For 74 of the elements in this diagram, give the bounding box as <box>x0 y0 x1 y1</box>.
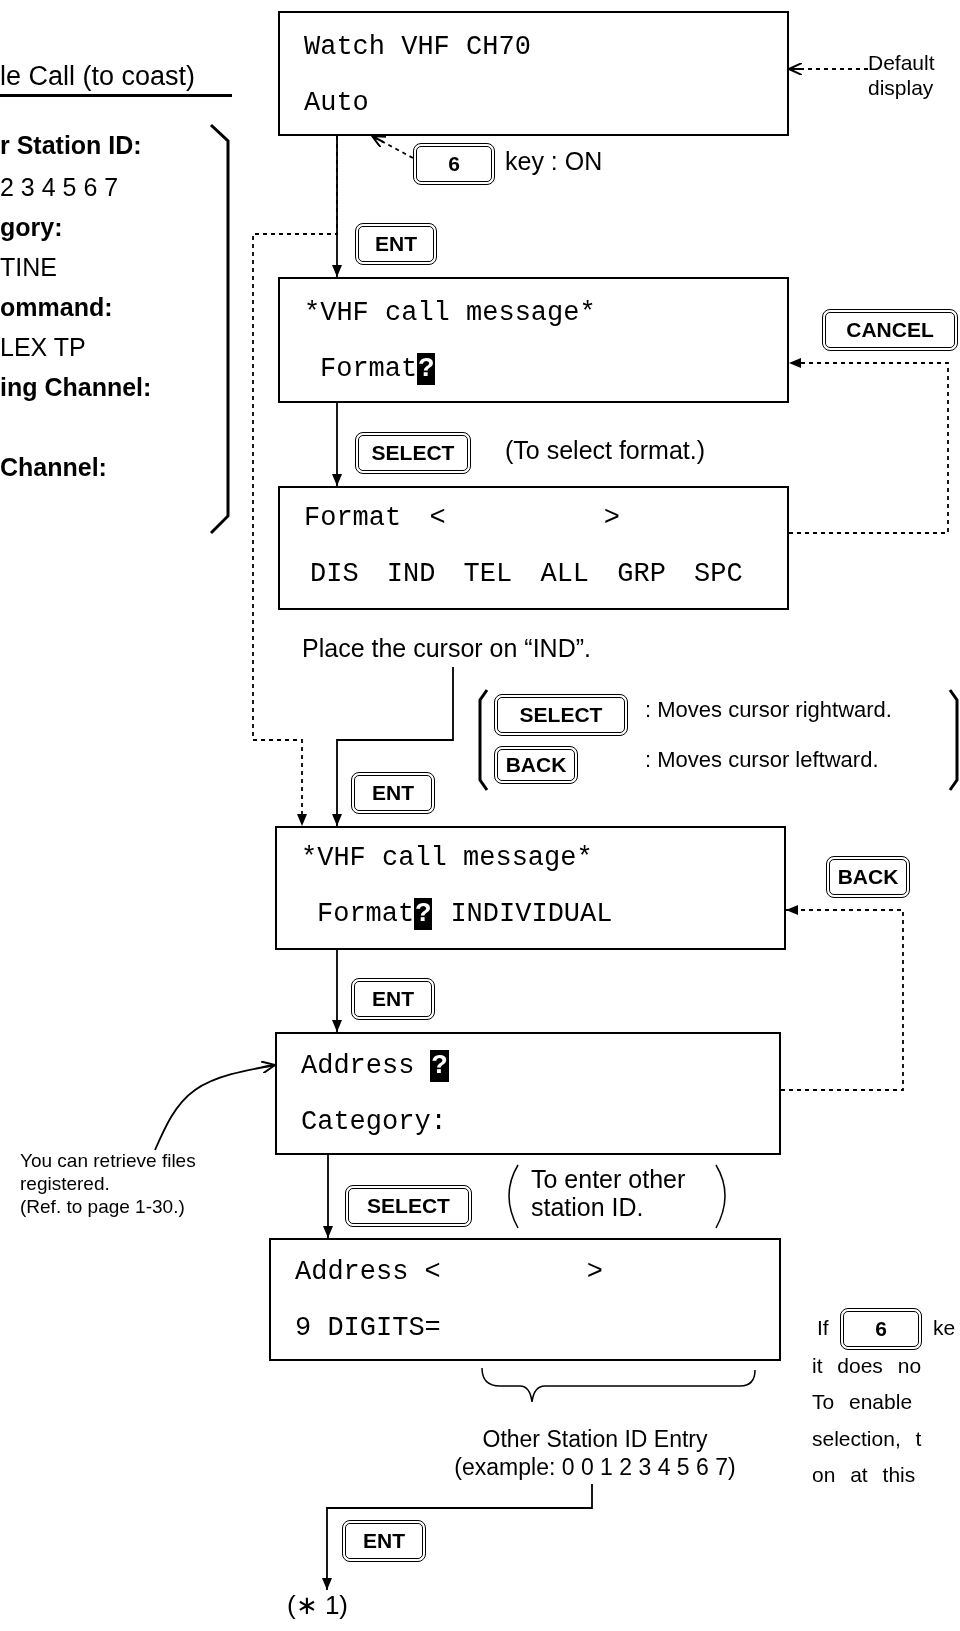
lcd-screen <box>278 11 789 136</box>
screen-text: Format <box>317 898 415 930</box>
note-text: You can retrieve files registered. <box>20 1150 197 1196</box>
cursor-character: ? <box>414 898 433 930</box>
field-value: TINE <box>0 254 57 282</box>
screen-text: Address < <box>295 1256 441 1288</box>
dotted-arrow <box>780 905 904 1091</box>
key-cap: SELECT <box>355 432 471 474</box>
field-label: ing Channel: <box>0 374 152 402</box>
key-description: : Moves cursor leftward. <box>645 748 879 773</box>
arrow <box>332 666 454 827</box>
key-cap: ENT <box>351 978 435 1020</box>
key-cap: 6 <box>413 143 495 185</box>
arrow <box>322 1483 593 1591</box>
note-text: (Ref. to page 1-30.) <box>20 1195 186 1219</box>
key-cap: SELECT <box>494 694 628 736</box>
dotted-arrow <box>371 135 414 159</box>
field-label: Channel: <box>0 454 107 482</box>
caption-text: Other Station ID Entry <box>481 1426 709 1454</box>
screen-text: Format < <box>304 502 446 534</box>
note-text: selection, t <box>812 1427 922 1451</box>
lcd-screen <box>275 1032 781 1155</box>
screen-text: Watch VHF CH70 <box>304 31 531 63</box>
cursor-character: ? <box>417 353 436 385</box>
key-cap: ENT <box>351 772 435 814</box>
arrow <box>332 402 342 487</box>
cursor-character: ? <box>430 1050 449 1082</box>
screen-text: > <box>586 1256 604 1288</box>
footnote-mark: (∗ 1) <box>287 1590 349 1622</box>
screen-text: Category: <box>301 1106 447 1138</box>
leader-line <box>154 1060 276 1151</box>
dotted-arrow <box>788 62 869 76</box>
field-label: ommand: <box>0 294 113 322</box>
arrow <box>323 1154 333 1239</box>
field-label: gory: <box>0 214 63 242</box>
instruction-text: Place the cursor on “IND”. <box>302 633 592 663</box>
key-cap: BACK <box>494 746 578 784</box>
note-text: If <box>817 1316 829 1340</box>
key-cap: ENT <box>342 1520 426 1562</box>
dotted-arrow <box>252 135 338 827</box>
screen-text: Address <box>301 1050 415 1082</box>
lcd-screen <box>275 826 786 950</box>
key-description: (To select format.) <box>505 437 706 465</box>
field-value: 2 3 4 5 6 7 <box>0 174 119 202</box>
key-cap: SELECT <box>345 1185 472 1227</box>
key-cap: ENT <box>355 223 437 265</box>
field-label: r Station ID: <box>0 132 142 160</box>
field-value: LEX TP <box>0 334 86 362</box>
screen-text: DIS IND TEL ALL GRP SPC <box>310 558 743 590</box>
screen-text: *VHF call message* <box>301 842 593 874</box>
note-text: it does no <box>812 1354 922 1378</box>
note-text: on at this <box>812 1463 916 1487</box>
key-cap: CANCEL <box>822 309 958 351</box>
screen-text: Auto <box>304 87 369 119</box>
note-text: To enter other station ID. <box>531 1166 687 1221</box>
lcd-screen <box>278 277 789 403</box>
arrow <box>332 949 342 1033</box>
key-description: ke <box>933 1316 956 1340</box>
screen-text: 9 DIGITS= <box>295 1312 441 1344</box>
screen-text: *VHF call message* <box>304 297 596 329</box>
lcd-screen <box>269 1238 781 1361</box>
key-cap: 6 <box>840 1308 922 1350</box>
screen-text: > <box>603 502 620 534</box>
callout-text: Default display <box>868 50 936 101</box>
screen-text: INDIVIDUAL <box>450 898 613 930</box>
section-heading: le Call (to coast) <box>0 62 232 97</box>
screen-text: Format <box>320 353 418 385</box>
caption-text: (example: 0 0 1 2 3 4 5 6 7) <box>453 1453 737 1482</box>
key-description: key : ON <box>505 148 603 176</box>
key-description: : Moves cursor rightward. <box>645 698 892 723</box>
key-cap: BACK <box>826 856 910 898</box>
note-text: To enable <box>812 1390 913 1414</box>
lcd-screen <box>278 486 789 610</box>
dotted-arrow <box>788 358 949 534</box>
